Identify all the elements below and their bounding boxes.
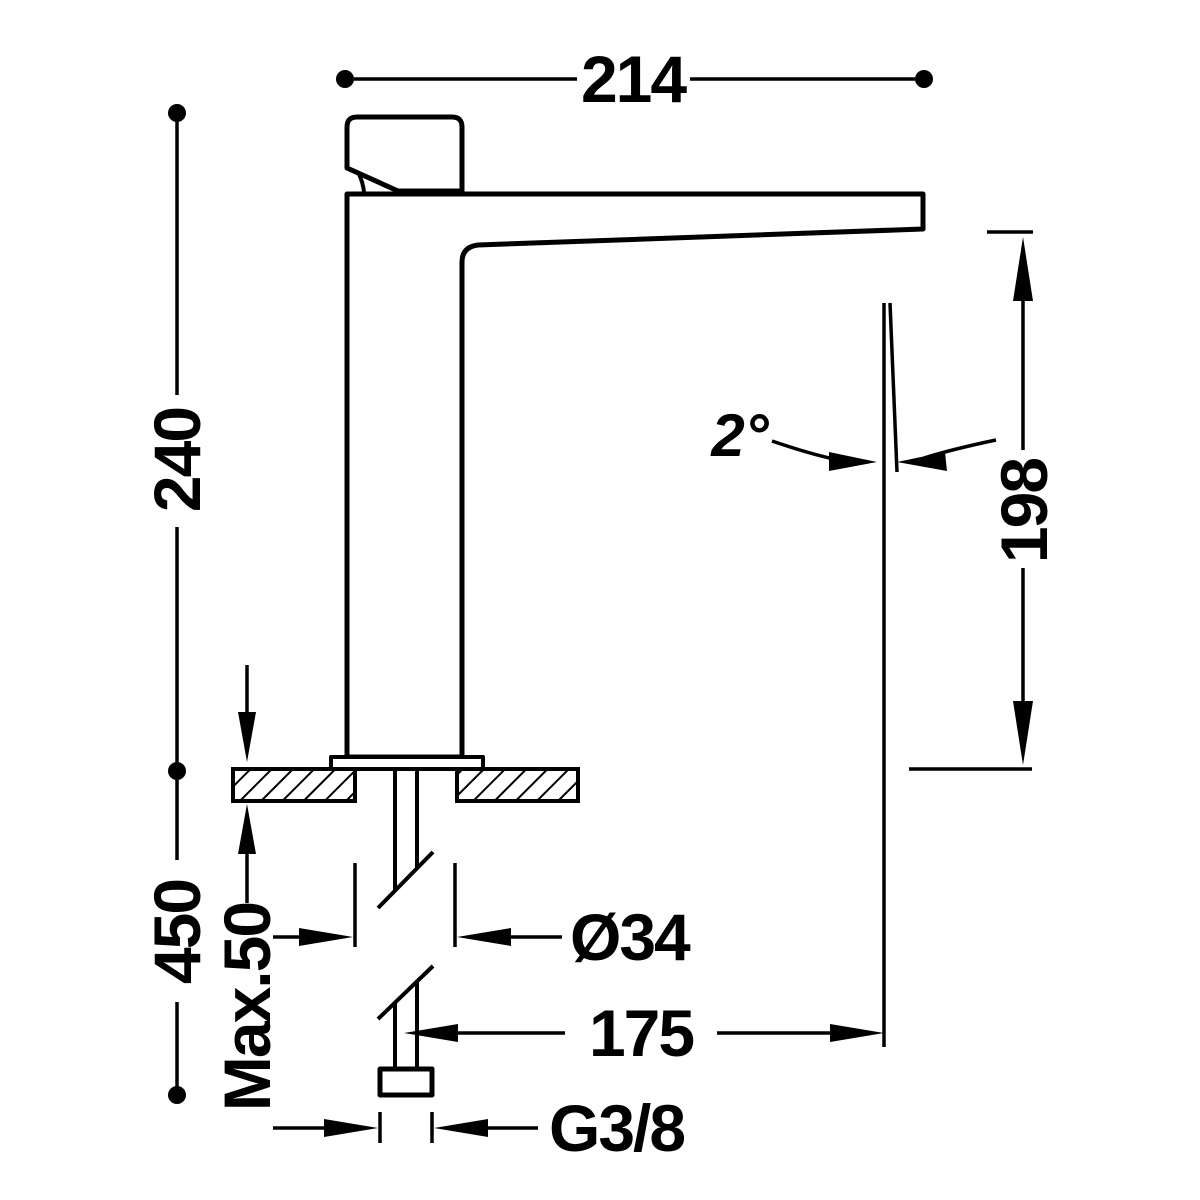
dim-max50-label: Max.50 bbox=[210, 903, 284, 1111]
lever-underside-arc bbox=[356, 171, 366, 193]
dimension-outlet-height: 198 bbox=[909, 230, 1061, 771]
stream-axis-tilted-line bbox=[888, 302, 899, 473]
mounting-flange bbox=[329, 755, 485, 771]
dimension-deck-thickness: Max.50 bbox=[210, 665, 284, 1111]
dim-g38-left-arrowhead bbox=[324, 1119, 378, 1137]
countertop-section-left bbox=[231, 767, 357, 803]
dim-214-right-dot bbox=[915, 70, 933, 88]
dim-240-bottom-dot bbox=[168, 762, 186, 780]
dim-175-left-arrowhead bbox=[404, 1024, 458, 1042]
dim-198-up-arrowhead bbox=[1013, 237, 1033, 301]
dim-240-label: 240 bbox=[140, 408, 214, 512]
dimension-outlet-reach: 175 bbox=[404, 996, 884, 1070]
shank-break-mark-upper bbox=[376, 850, 435, 910]
dim-d34-label: Ø34 bbox=[570, 900, 691, 974]
faucet-body-and-spout bbox=[344, 191, 926, 760]
faucet-outline bbox=[231, 114, 926, 1098]
dimension-overall-width: 214 bbox=[336, 42, 933, 116]
dimension-shank-diameter: Ø34 bbox=[273, 863, 693, 974]
dim-g38-right-arrowhead bbox=[434, 1119, 488, 1137]
dim-198-label: 198 bbox=[987, 459, 1061, 563]
dim-2deg-label: 2° bbox=[710, 402, 769, 469]
dimension-body-height: 240 bbox=[140, 104, 214, 780]
dim-max50-lower-arrowhead bbox=[238, 804, 256, 854]
dim-2deg-left-arrowhead bbox=[829, 452, 877, 471]
dim-198-down-arrowhead bbox=[1013, 701, 1033, 765]
dim-240-top-dot bbox=[168, 104, 186, 122]
dim-g38-label: G3/8 bbox=[549, 1091, 684, 1165]
dim-d34-left-arrowhead bbox=[299, 928, 353, 946]
dim-450-label: 450 bbox=[140, 880, 214, 984]
dim-175-label: 175 bbox=[589, 996, 693, 1070]
dim-max50-upper-arrowhead bbox=[238, 712, 256, 762]
dim-214-left-dot bbox=[336, 70, 354, 88]
inlet-nut bbox=[377, 1066, 435, 1098]
countertop-section-right bbox=[455, 767, 580, 803]
shank-break-mark-lower bbox=[376, 964, 435, 1021]
dim-450-bottom-dot bbox=[168, 1086, 186, 1104]
dim-175-right-arrowhead bbox=[830, 1024, 884, 1042]
dimension-overall-height: 450 bbox=[140, 780, 214, 1104]
dim-d34-right-arrowhead bbox=[457, 928, 511, 946]
faucet-lever-handle bbox=[344, 114, 465, 194]
dimension-outlet-angle: 2° bbox=[710, 402, 997, 471]
dimension-inlet-thread: G3/8 bbox=[273, 1091, 686, 1165]
dim-214-label: 214 bbox=[581, 42, 687, 116]
dim-2deg-right-arrowhead bbox=[897, 452, 947, 471]
